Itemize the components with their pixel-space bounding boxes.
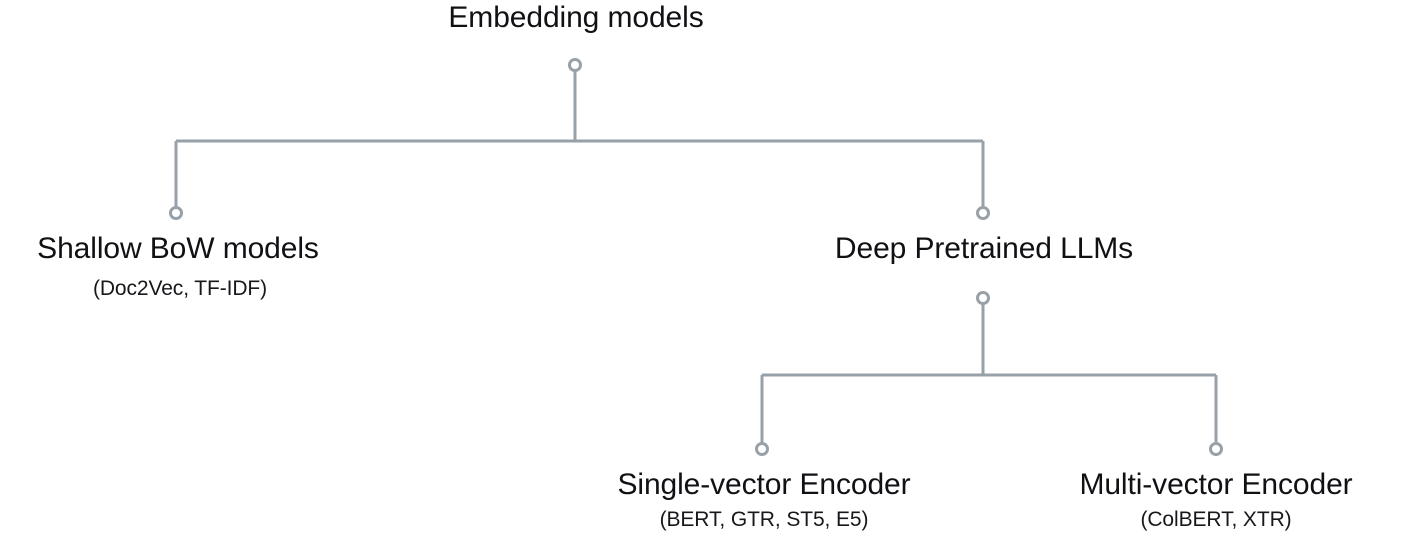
node-label-root[interactable]: Embedding models (448, 1, 704, 34)
node-marker-multi-vector[interactable] (1209, 442, 1223, 456)
node-sublabel-shallow-bow: (Doc2Vec, TF-IDF) (92, 277, 268, 300)
node-marker-deep-llm-out[interactable] (976, 291, 990, 305)
node-sublabel-multi-vector: (ColBERT, XTR) (1140, 508, 1292, 531)
edge-deep-llm-to-children (760, 303, 1218, 444)
node-sublabel-single-vector: (BERT, GTR, ST5, E5) (659, 508, 869, 531)
node-marker-root[interactable] (568, 58, 582, 72)
node-marker-deep-llm-in[interactable] (976, 206, 990, 220)
node-marker-single-vector[interactable] (755, 442, 769, 456)
node-label-multi-vector[interactable]: Multi-vector Encoder (1079, 468, 1353, 501)
node-marker-shallow-bow[interactable] (169, 206, 183, 220)
node-label-deep-llm[interactable]: Deep Pretrained LLMs (834, 232, 1134, 265)
node-label-shallow-bow[interactable]: Shallow BoW models (37, 232, 319, 265)
edge-root-to-children (174, 70, 985, 208)
node-label-single-vector[interactable]: Single-vector Encoder (617, 468, 911, 501)
